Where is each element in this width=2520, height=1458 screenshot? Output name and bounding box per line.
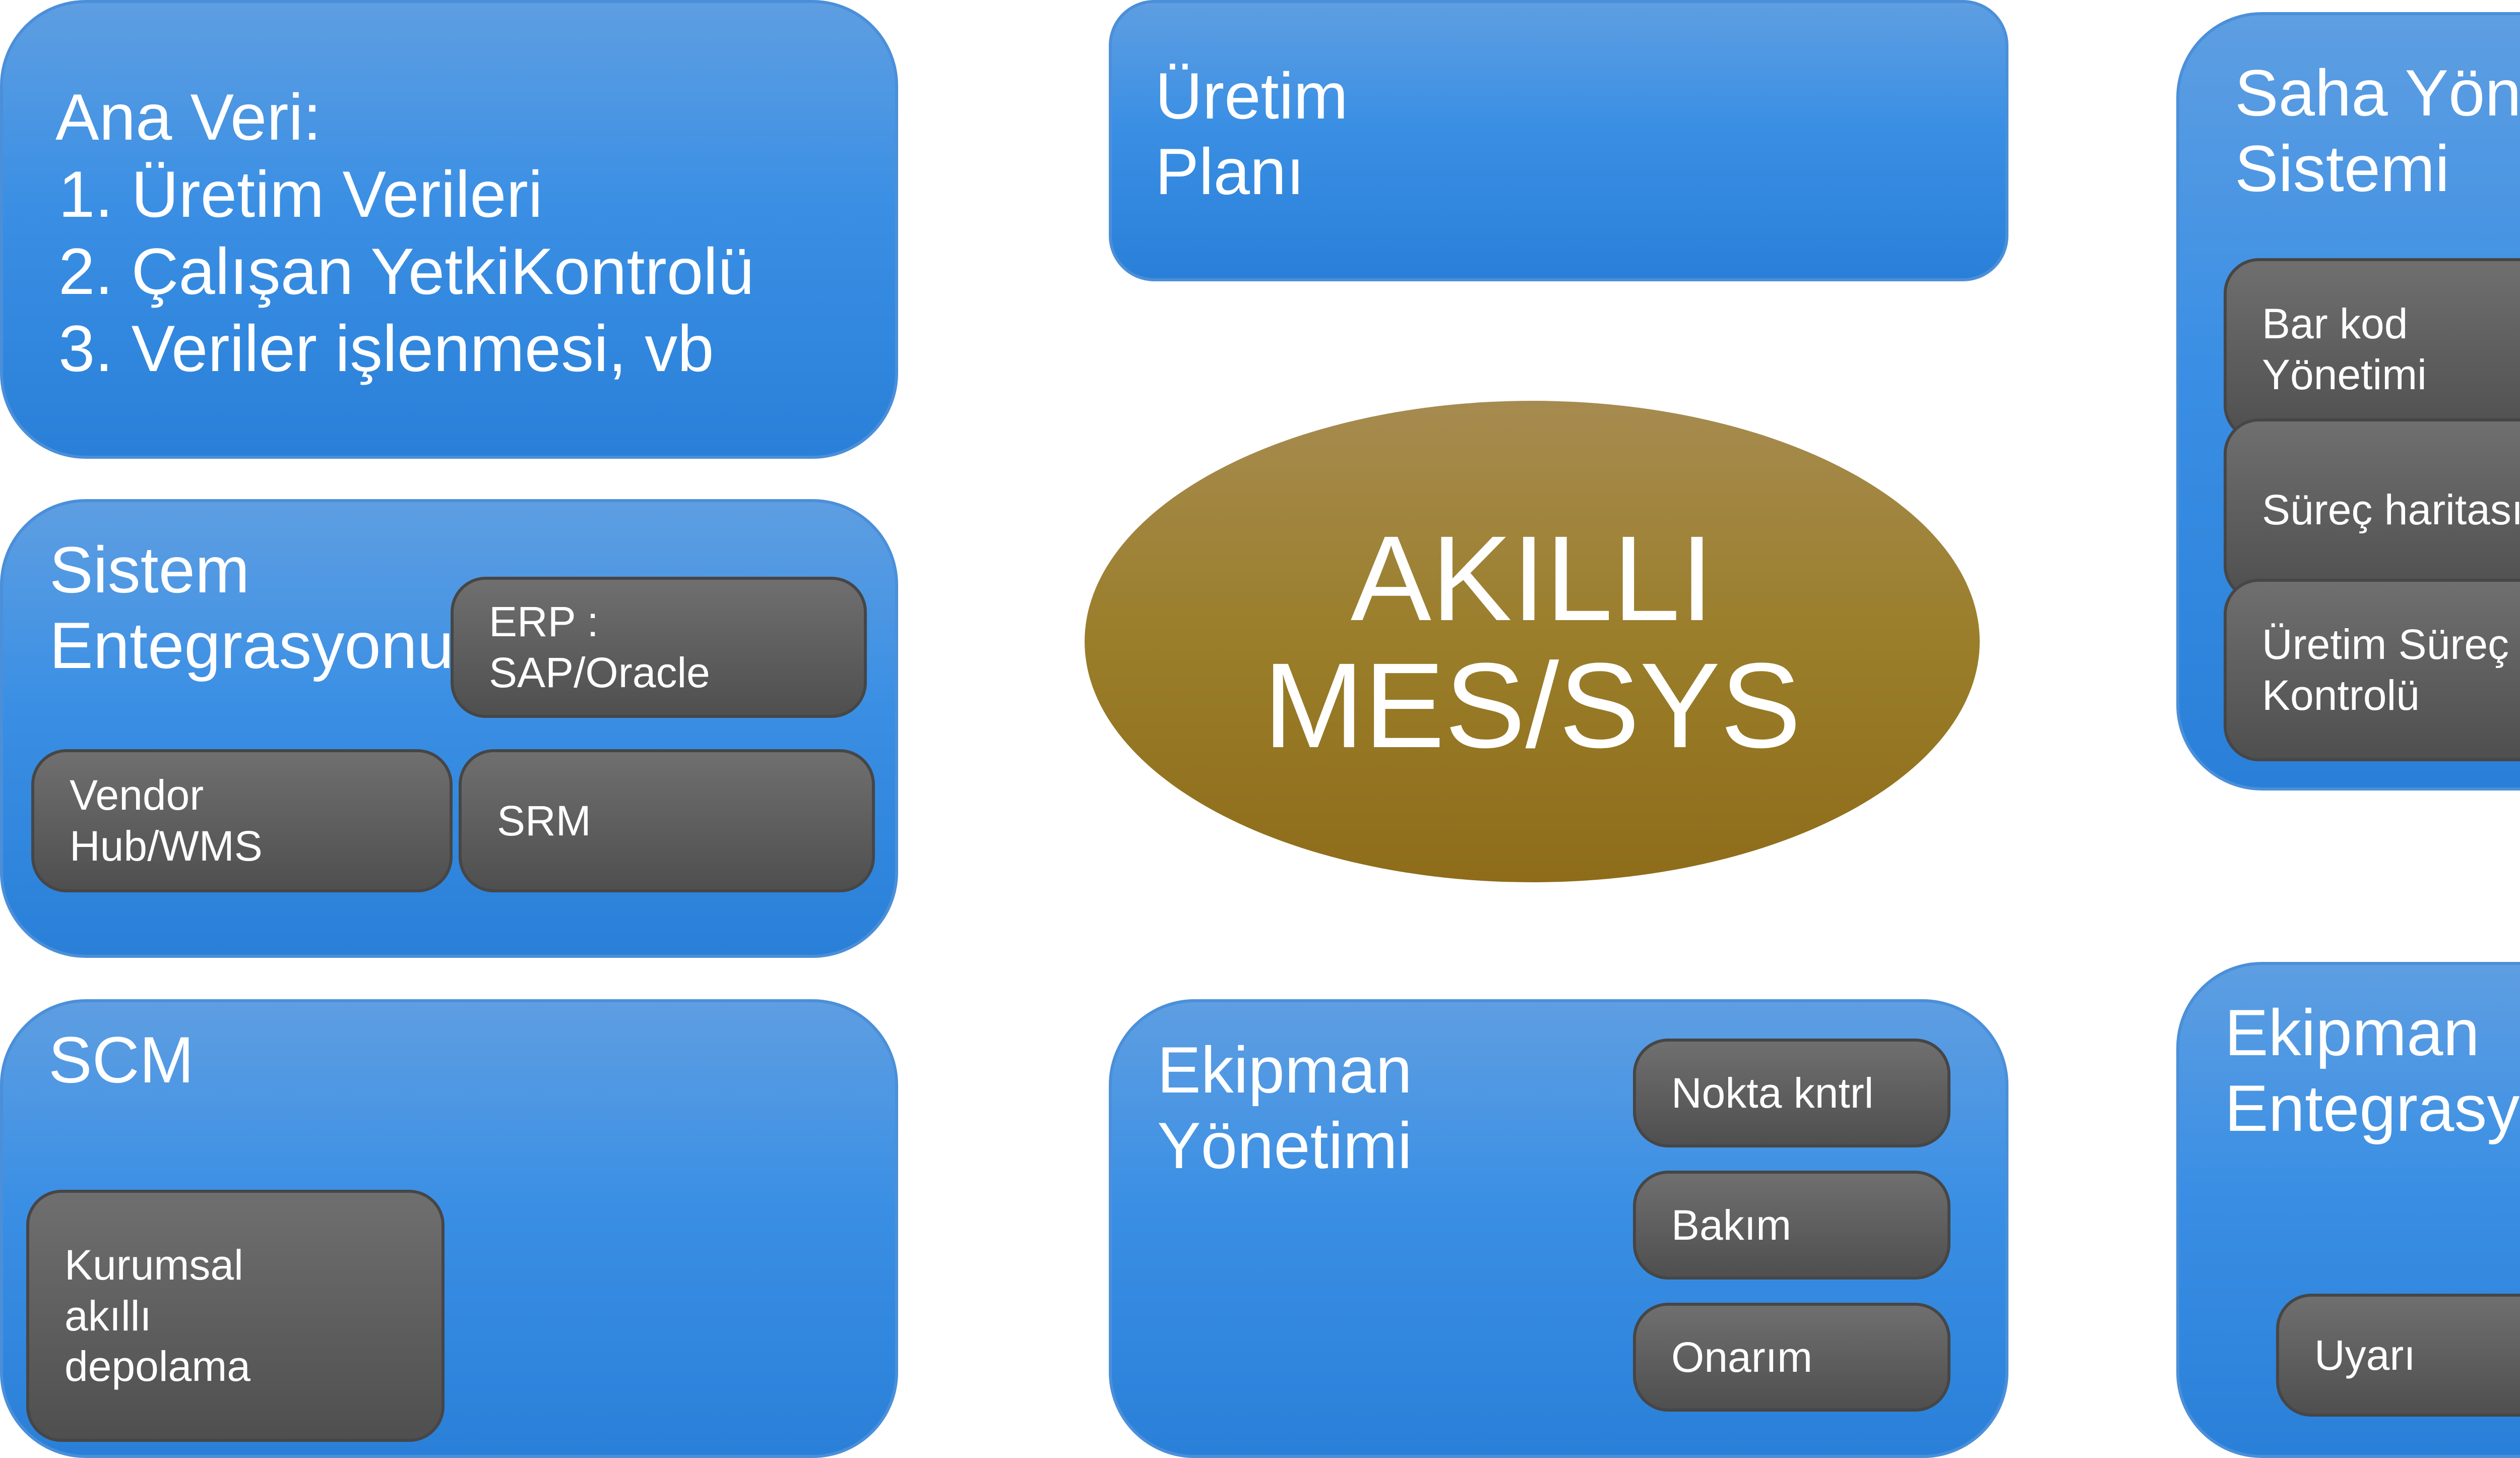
ekipman-entegrasyonu-title: Ekipman Entegrasyonu [2225,996,2520,1145]
ana-veri-title: Ana Veri: [55,80,322,154]
chip-uyari[interactable]: Uyarı [2276,1294,2520,1417]
scm-title: SCM [48,1023,194,1097]
chip-label: Üretim Süreç Kontrolü [2262,621,2509,719]
chip-nokta-kntrl[interactable]: Nokta kntrl [1633,1039,1950,1147]
chip-kurumsal-depolama[interactable]: Kurumsal akıllı depolama [26,1190,445,1442]
chip-onarim[interactable]: Onarım [1633,1303,1950,1412]
chip-label: Bar kod Yönetimi [2262,300,2427,398]
center-akilli-mes: AKILLI MES/SYS [1085,401,1980,882]
panel-ekipman-entegrasyonu: Ekipman Entegrasyonu Monitor Bakım Uyarı… [2176,962,2520,1458]
chip-vendor-hub[interactable]: Vendor Hub/WMS [31,749,453,892]
panel-ana-veri: Ana Veri: 1. Üretim Verileri 2. Çalışan … [0,0,898,459]
chip-label: Bakım [1671,1201,1792,1249]
ana-veri-item-1: 1. Üretim Verileri [58,157,543,231]
chip-label: Vendor Hub/WMS [70,771,263,870]
chip-srm[interactable]: SRM [459,749,875,892]
chip-bar-kod[interactable]: Bar kod Yönetimi [2224,258,2520,441]
chip-uretim-surec-kontrolu[interactable]: Üretim Süreç Kontrolü [2224,579,2520,761]
sistem-entegrasyonu-title: Sistem Entegrasyonu [49,533,454,682]
chip-label: Süreç haritası [2262,485,2520,533]
panel-sistem-entegrasyonu: Sistem Entegrasyonu ERP : SAP/Oracle Ven… [0,499,898,958]
uretim-plani-title: Üretim Planı [1155,59,1348,208]
panel-uretim-plani: Üretim Planı [1109,0,2008,281]
chip-label: Kurumsal akıllı depolama [65,1241,250,1390]
saha-title: Saha Yönetim Sistemi [2235,56,2520,205]
chip-label: ERP : SAP/Oracle [489,598,710,696]
panel-scm: SCM Kurumsal akıllı depolama [0,999,898,1458]
chip-label: Uyarı [2314,1331,2416,1379]
chip-label: Nokta kntrl [1671,1069,1874,1117]
chip-label: Onarım [1671,1333,1813,1381]
center-label: AKILLI MES/SYS [1263,510,1801,773]
panel-saha-yonetim: Saha Yönetim Sistemi Hata yönetim sistem… [2176,12,2520,791]
ekipman-yonetimi-title: Ekipman Yönetimi [1157,1033,1412,1182]
ana-veri-item-2: 2. Çalışan YetkiKontrolü [58,234,754,308]
chip-bakim[interactable]: Bakım [1633,1171,1950,1280]
chip-erp[interactable]: ERP : SAP/Oracle [451,577,867,718]
chip-label: SRM [497,797,591,844]
ana-veri-item-3: 3. Veriler işlenmesi, vb [58,312,714,385]
panel-ekipman-yonetimi: Ekipman Yönetimi Nokta kntrl Bakım Onarı… [1109,999,2008,1458]
chip-surec-haritasi[interactable]: Süreç haritası [2224,418,2520,601]
